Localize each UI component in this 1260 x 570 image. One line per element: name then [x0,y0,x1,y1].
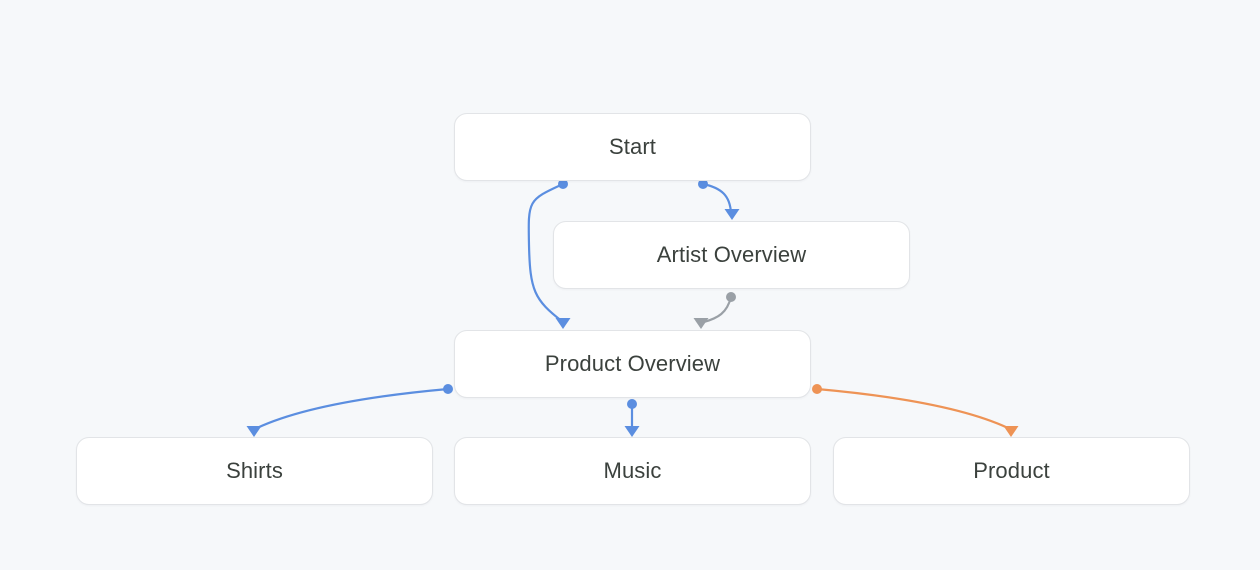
node-label-shirts: Shirts [226,458,283,483]
edge-line [702,295,733,324]
edge-product-overview-to-product[interactable] [812,384,1019,437]
node-start[interactable]: Start [454,113,811,181]
node-label-start: Start [609,134,656,159]
node-label-product-overview: Product Overview [544,351,721,376]
edge-line [255,387,450,430]
edge-source-handle[interactable] [812,384,822,394]
edge-line [815,387,1010,430]
edge-arrowhead [724,209,740,220]
edge-arrowhead [246,426,262,437]
edge-line [701,182,733,215]
edge-arrowhead [693,318,709,329]
edge-artist-overview-to-product-overview[interactable] [693,292,737,329]
edge-source-handle[interactable] [443,384,453,394]
edge-product-overview-to-music[interactable] [624,399,640,437]
node-shirts[interactable]: Shirts [76,437,433,505]
node-label-product: Product [973,458,1050,483]
node-product[interactable]: Product [833,437,1190,505]
edge-product-overview-to-shirts[interactable] [246,384,454,437]
edge-source-handle[interactable] [627,399,637,409]
edge-source-handle[interactable] [726,292,736,302]
node-artist-overview[interactable]: Artist Overview [553,221,910,289]
edge-arrowhead [624,426,640,437]
edge-arrowhead [555,318,571,329]
node-label-artist-overview: Artist Overview [656,242,807,267]
node-label-music: Music [603,458,662,483]
node-product-overview[interactable]: Product Overview [454,330,811,398]
edge-arrowhead [1003,426,1019,437]
node-music[interactable]: Music [454,437,811,505]
edge-start-to-artist-overview[interactable] [698,179,740,220]
